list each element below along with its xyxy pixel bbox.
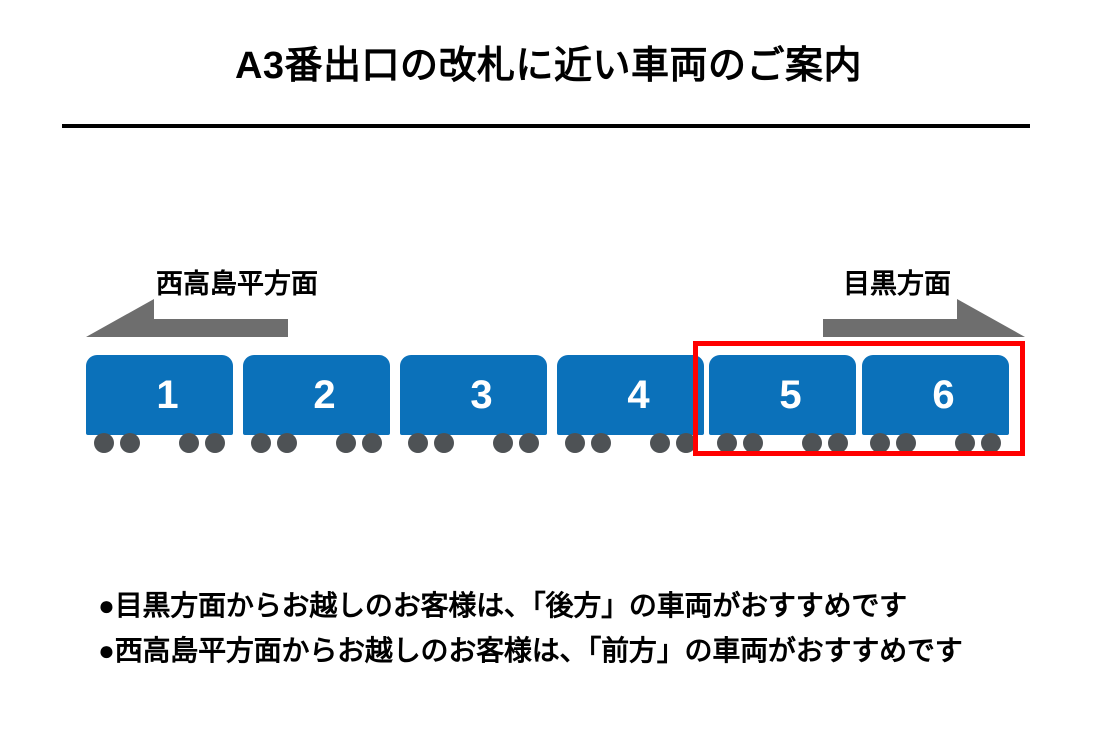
wheel-icon [336, 433, 356, 453]
wheel-icon [981, 433, 1001, 453]
car-number: 3 [470, 373, 493, 417]
direction-right: 目黒方面 [823, 262, 1025, 337]
wheel-icon [955, 433, 975, 453]
title-divider [62, 124, 1030, 128]
notes-list: ●目黒方面からお越しのお客様は、「後方」の車両がおすすめです ●西高島平方面から… [98, 583, 1058, 674]
car-body [557, 355, 704, 435]
wheel-icon [802, 433, 822, 453]
car-body [862, 355, 1009, 435]
direction-right-label: 目黒方面 [843, 269, 951, 299]
arrow-right-icon [823, 299, 1025, 337]
car-number: 1 [156, 373, 179, 417]
train-car: 1 [86, 355, 233, 453]
train-car: 5 [709, 355, 856, 453]
note-item: ●目黒方面からお越しのお客様は、「後方」の車両がおすすめです [98, 590, 907, 621]
wheel-icon [591, 433, 611, 453]
arrow-left-icon [86, 299, 288, 337]
wheel-icon [493, 433, 513, 453]
train-car: 3 [400, 355, 547, 453]
wheel-icon [519, 433, 539, 453]
wheel-icon [251, 433, 271, 453]
direction-left: 西高島平方面 [86, 262, 318, 337]
direction-left-label: 西高島平方面 [156, 269, 318, 299]
direction-arrows: 西高島平方面 目黒方面 [0, 262, 1097, 337]
car-number: 2 [313, 373, 336, 417]
train-car: 6 [862, 355, 1009, 453]
car-body [400, 355, 547, 435]
car-body [243, 355, 390, 435]
wheel-icon [870, 433, 890, 453]
wheel-icon [650, 433, 670, 453]
wheel-icon [120, 433, 140, 453]
train-car: 2 [243, 355, 390, 453]
wheel-icon [362, 433, 382, 453]
car-number: 6 [932, 373, 955, 417]
wheel-icon [743, 433, 763, 453]
wheel-icon [179, 433, 199, 453]
car-body [709, 355, 856, 435]
train-car: 4 [557, 355, 704, 453]
wheel-icon [565, 433, 585, 453]
train-diagram: 1 2 3 4 5 6 [0, 341, 1097, 461]
wheel-icon [408, 433, 428, 453]
wheel-icon [828, 433, 848, 453]
wheel-icon [434, 433, 454, 453]
wheel-icon [94, 433, 114, 453]
wheel-icon [896, 433, 916, 453]
wheel-icon [205, 433, 225, 453]
car-number: 5 [779, 373, 802, 417]
note-item: ●西高島平方面からお越しのお客様は、「前方」の車両がおすすめです [98, 635, 963, 667]
wheel-icon [277, 433, 297, 453]
page-title: A3番出口の改札に近い車両のご案内 [234, 45, 863, 87]
car-number: 4 [627, 373, 650, 417]
car-body [86, 355, 233, 435]
wheel-icon [717, 433, 737, 453]
wheel-icon [676, 433, 696, 453]
